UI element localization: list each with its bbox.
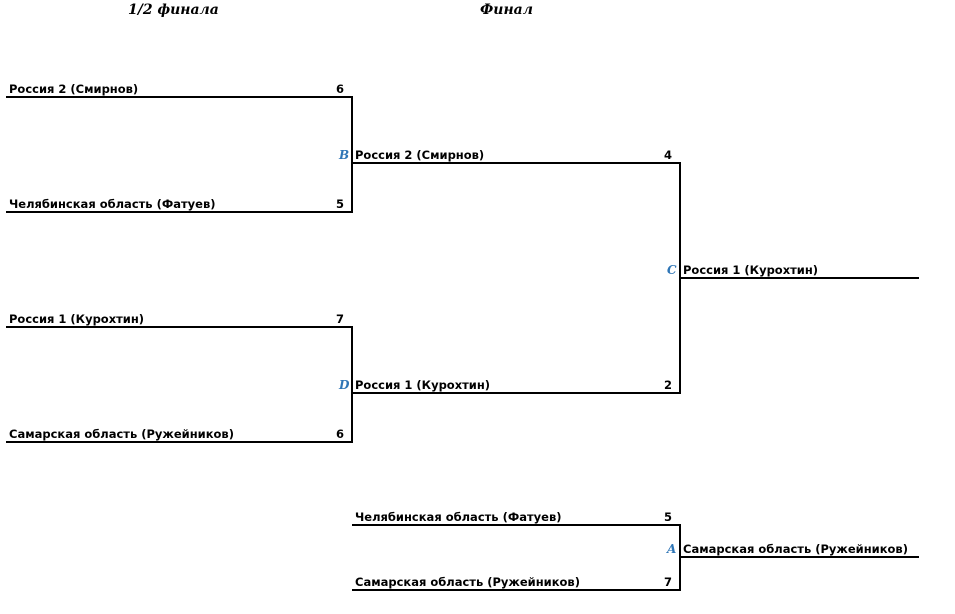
bracket-line (680, 556, 919, 558)
final-bottom-score: 2 (663, 378, 672, 392)
bracket-line (6, 441, 352, 443)
bracket-line (6, 96, 352, 98)
third-place-top-score: 5 (663, 510, 672, 524)
bracket-connector (351, 326, 353, 443)
semifinal-b-top-team: Россия 2 (Смирнов) (9, 82, 139, 96)
semifinal-b-top-score: 6 (335, 82, 344, 96)
champion-team: Россия 1 (Курохтин) (683, 263, 819, 277)
semifinal-d-bottom-team: Самарская область (Ружейников) (9, 427, 234, 441)
bracket-line (6, 211, 352, 213)
bracket-line (6, 326, 352, 328)
final-bottom-team: Россия 1 (Курохтин) (355, 378, 491, 392)
match-id-a: A (667, 542, 677, 556)
third-place-bottom-team: Самарская область (Ружейников) (355, 575, 580, 589)
semifinal-b-bottom-score: 5 (335, 197, 344, 211)
match-id-c: C (667, 263, 677, 277)
bracket-connector (351, 96, 353, 213)
semifinal-d-top-team: Россия 1 (Курохтин) (9, 312, 145, 326)
bracket-line (352, 162, 680, 164)
match-id-d: D (339, 378, 350, 392)
bracket-line (352, 524, 680, 526)
bracket-line (680, 277, 919, 279)
bracket-line (352, 589, 680, 591)
bracket-line (352, 392, 680, 394)
match-id-b: B (339, 148, 350, 162)
third-place-top-team: Челябинская область (Фатуев) (355, 510, 562, 524)
final-header: Финал (480, 2, 533, 18)
semifinal-d-top-score: 7 (335, 312, 344, 326)
final-top-score: 4 (663, 148, 672, 162)
semifinal-d-bottom-score: 6 (335, 427, 344, 441)
third-place-bottom-score: 7 (663, 575, 672, 589)
semifinal-header: 1/2 финала (128, 2, 219, 18)
third-place-winner: Самарская область (Ружейников) (683, 542, 908, 556)
final-top-team: Россия 2 (Смирнов) (355, 148, 485, 162)
semifinal-b-bottom-team: Челябинская область (Фатуев) (9, 197, 216, 211)
